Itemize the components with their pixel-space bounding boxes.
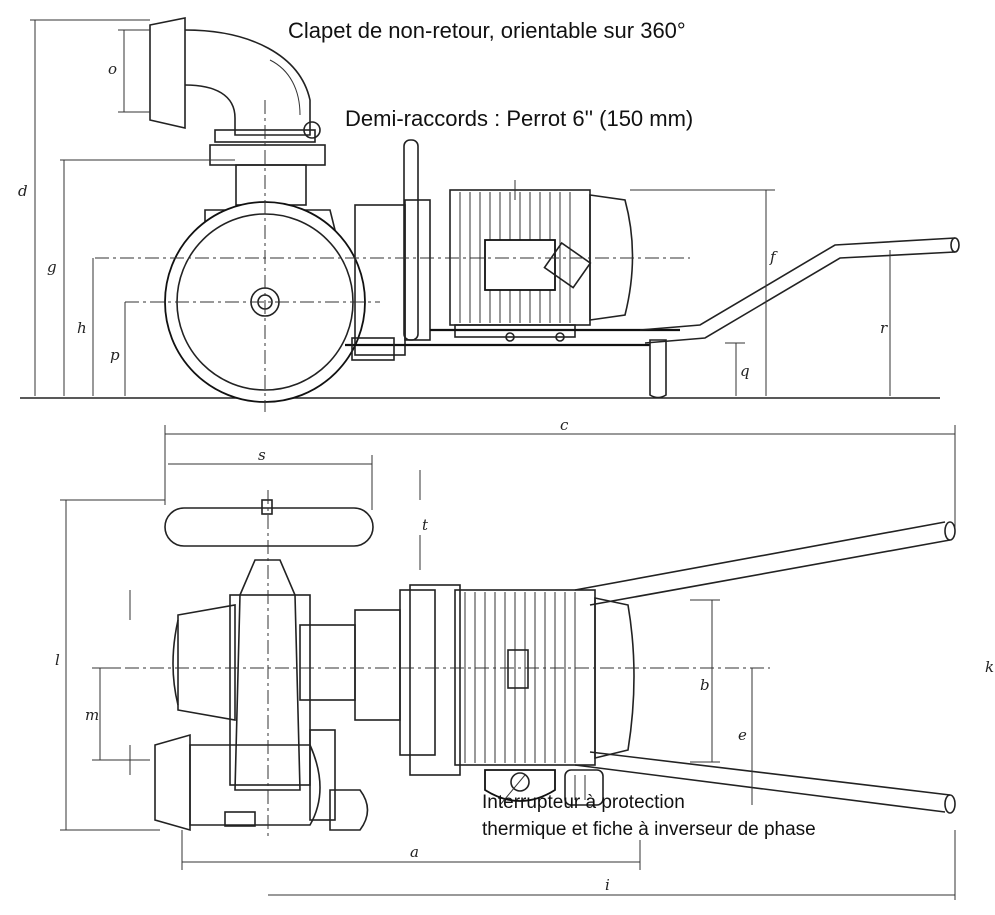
check-valve-annotation: Clapet de non-retour, orientable sur 360… — [288, 18, 686, 43]
motor-top-view — [409, 584, 635, 776]
pump-body — [164, 164, 431, 403]
dim-label-p: p — [110, 346, 120, 364]
side-dimensions: d g h p o f r q — [18, 19, 891, 396]
dim-label-r: r — [880, 319, 888, 337]
dim-label-m: m — [85, 706, 99, 724]
dim-label-h: h — [77, 319, 87, 337]
base-frame — [345, 328, 680, 399]
dim-label-k: k — [985, 658, 994, 676]
dim-label-i: i — [605, 876, 610, 894]
switch-and-plug — [484, 769, 604, 806]
dim-label-t: t — [422, 516, 429, 534]
dim-label-e: e — [738, 726, 747, 744]
dim-label-q: q — [740, 362, 750, 380]
dim-label-a: a — [410, 843, 419, 861]
pump-top-body — [172, 559, 436, 791]
dim-label-b: b — [700, 676, 710, 694]
push-handle — [403, 139, 419, 341]
dim-label-d: d — [18, 182, 28, 200]
switch-annotation-line2: thermique et fiche à inverseur de phase — [482, 819, 816, 840]
dim-label-f: f — [769, 248, 778, 266]
tow-bar — [639, 237, 960, 344]
dim-label-c: c — [560, 416, 569, 434]
electric-motor — [449, 189, 634, 338]
couplings-annotation: Demi-raccords : Perrot 6'' (150 mm) — [345, 106, 694, 131]
side-view: d g h p o f r q — [18, 17, 960, 412]
dim-label-l: l — [55, 651, 60, 669]
dim-label-s: s — [258, 446, 266, 464]
dim-label-g: g — [47, 258, 57, 276]
switch-annotation-line1: Interrupteur à protection — [482, 792, 685, 813]
top-view: c s t l — [55, 416, 994, 900]
terminal-box — [484, 239, 556, 291]
tow-bars-top — [574, 521, 956, 814]
dim-label-o: o — [108, 60, 117, 78]
switch-annotation: Interrupteur à protection thermique et f… — [482, 789, 816, 843]
elbow-top-view — [154, 729, 369, 832]
valve-handwheel — [164, 507, 374, 547]
